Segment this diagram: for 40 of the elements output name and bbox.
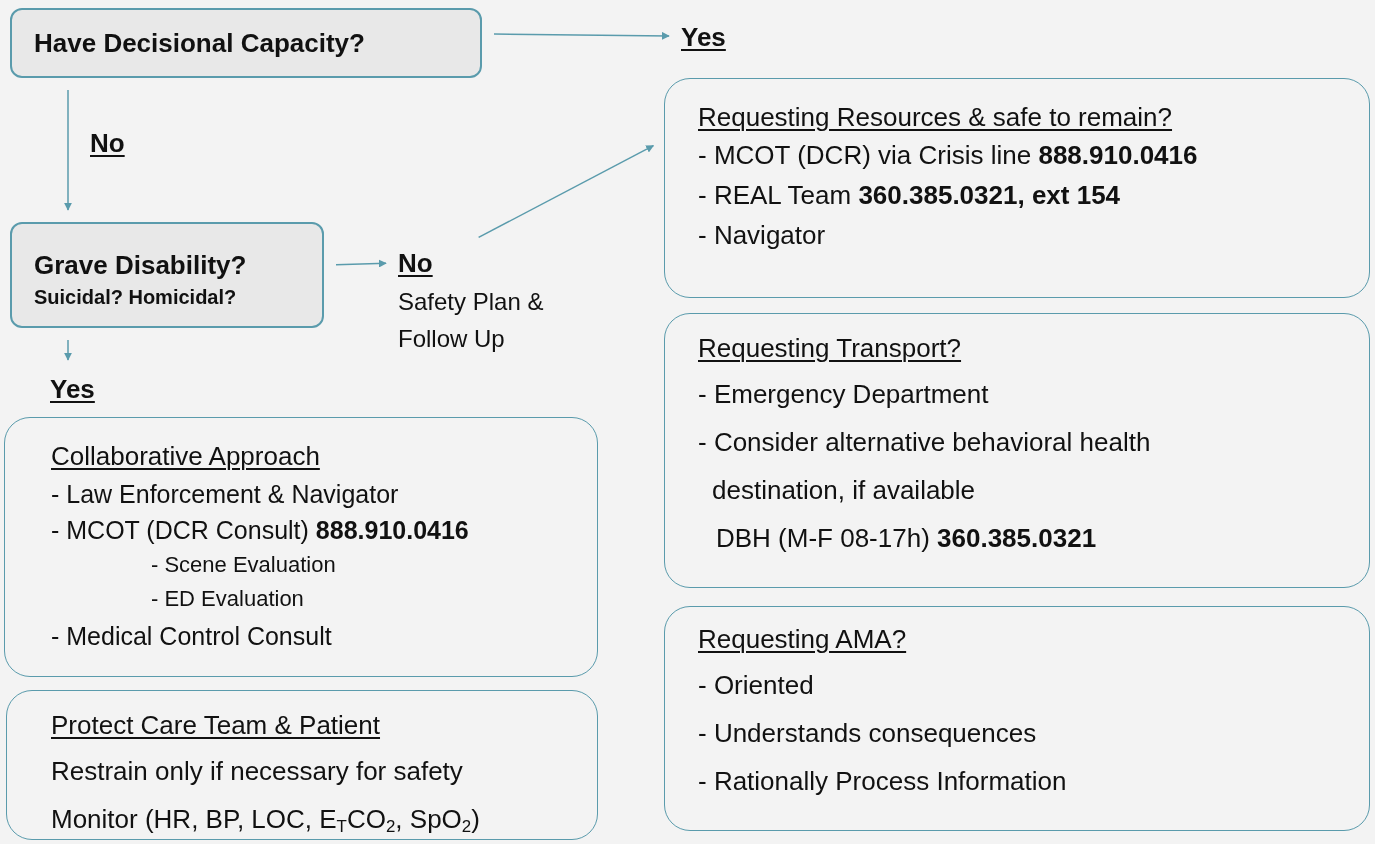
list-item: - Consider alternative behavioral health destination, if available (698, 426, 1152, 507)
list-item: - Law Enforcement & Navigator (51, 479, 399, 510)
list-item: - Medical Control Consult (51, 621, 332, 652)
list-item: - Rationally Process Information (698, 765, 1067, 798)
arrow (335, 259, 387, 268)
info-panel (664, 78, 1370, 298)
arrow (64, 89, 72, 211)
panel-heading: Requesting Resources & safe to remain? (698, 101, 1173, 134)
panel-heading: Requesting Transport? (698, 332, 962, 365)
list-item: Monitor (HR, BP, LOC, E$_{T}$CO$_{2}$, SpO$_{2}$) (51, 803, 480, 839)
list-item: - Scene Evaluation (151, 551, 336, 579)
panel-heading: Collaborative Approach (51, 440, 320, 473)
info-panel (6, 690, 598, 840)
panel-heading: Protect Care Team & Patient (51, 709, 380, 742)
info-panel (664, 606, 1370, 831)
info-panel (664, 313, 1370, 588)
list-item: - ED Evaluation (151, 585, 304, 613)
list-item: - Emergency Department (698, 378, 989, 411)
answer-label: No (398, 247, 433, 280)
info-panel (4, 417, 598, 677)
list-item: - Understands consequences (698, 717, 1037, 750)
arrow (493, 31, 670, 40)
list-item: - MCOT (DCR Consult) 888.910.0416 (51, 515, 469, 546)
arrow (477, 144, 655, 239)
answer-label: Yes (50, 373, 95, 406)
panel-heading: Requesting AMA? (698, 623, 907, 656)
question-text: Grave Disability? (34, 249, 247, 282)
decision-box (10, 222, 324, 328)
list-item: DBH (M-F 08-17h) 360.385.0321 (716, 522, 1097, 555)
answer-note: Safety Plan & Follow Up (398, 287, 545, 354)
question-text: Have Decisional Capacity? (34, 27, 365, 60)
list-item: - Navigator (698, 219, 826, 252)
answer-label: Yes (681, 21, 726, 54)
arrow (64, 339, 72, 361)
decision-box (10, 8, 482, 78)
list-item: - MCOT (DCR) via Crisis line 888.910.0416 (698, 139, 1198, 172)
list-item: - REAL Team 360.385.0321, ext 154 (698, 179, 1121, 212)
sub-question-text: Suicidal? Homicidal? (34, 285, 237, 310)
list-item: - Oriented (698, 669, 814, 702)
list-item: Restrain only if necessary for safety (51, 755, 463, 788)
